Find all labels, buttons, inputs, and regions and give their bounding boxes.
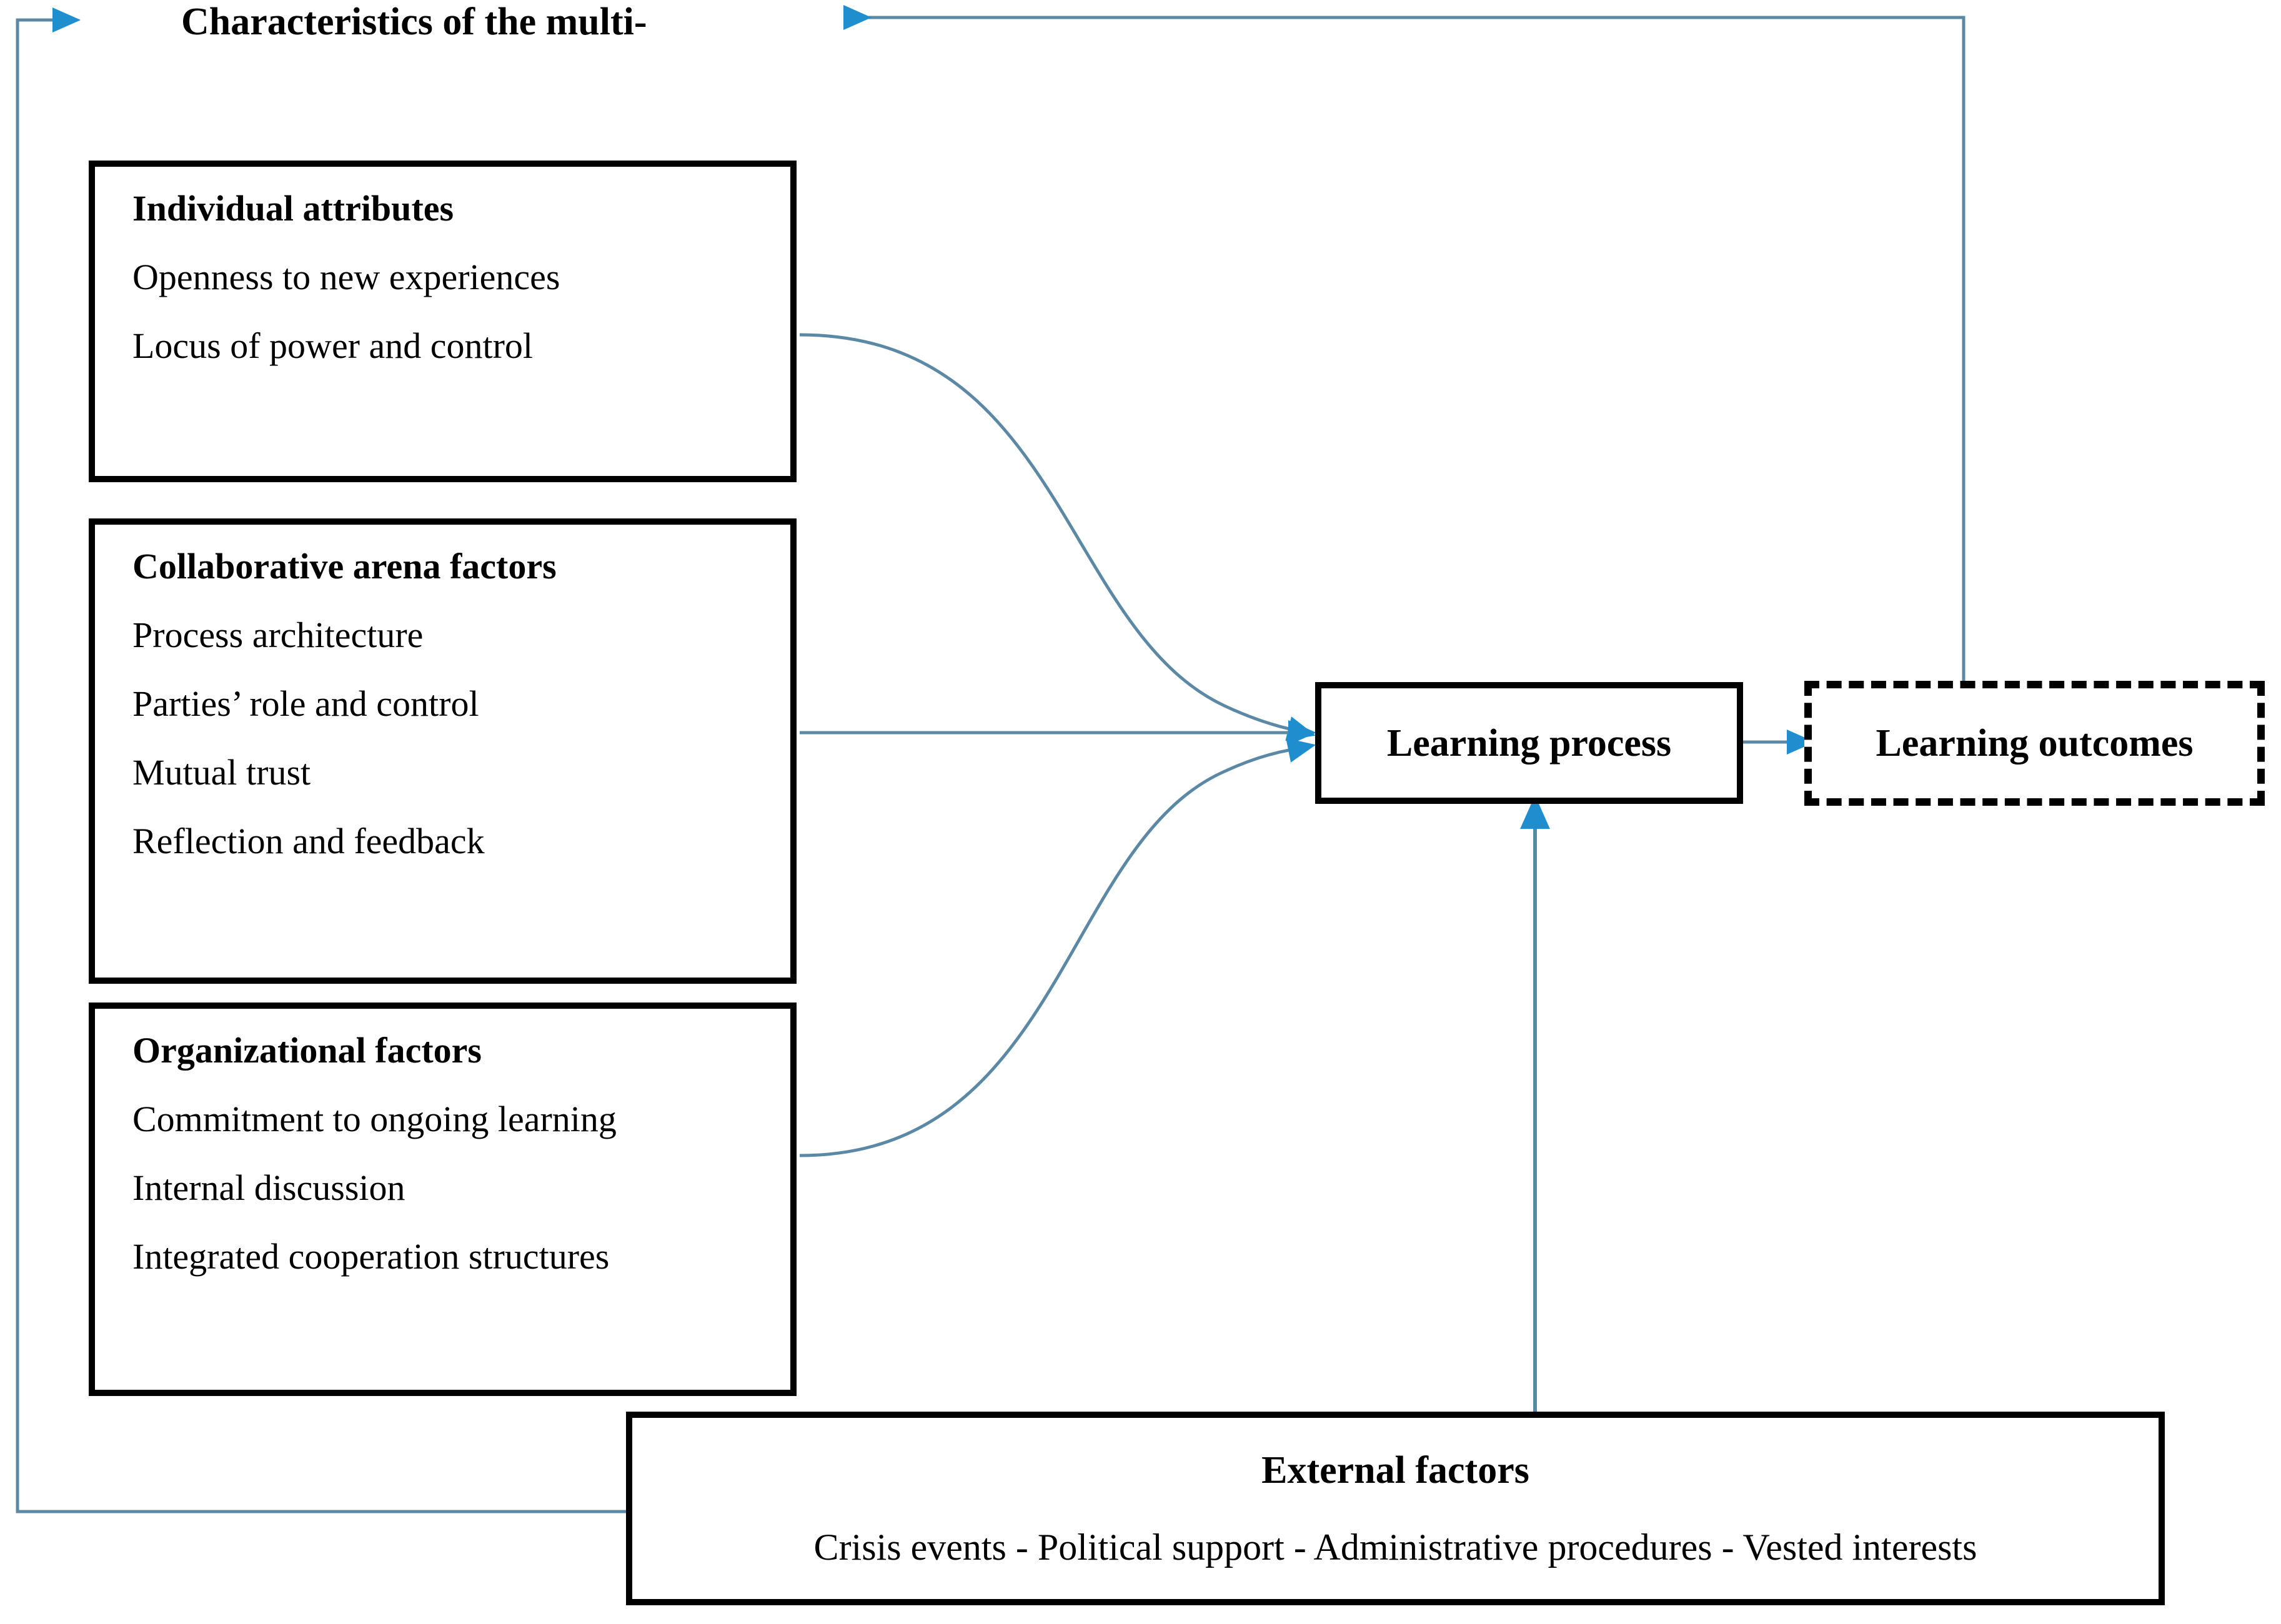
arrow-individual-to-learning-process [799,333,1316,741]
box-organizational-factors-item-1: Internal discussion [132,1167,405,1208]
box-external-factors-item-0: Crisis events - Political support - Admi… [813,1527,1977,1568]
box-external-factors-title: External factors [1261,1449,1529,1492]
page-title: Characteristics of the multi- [181,1,647,43]
box-collaborative-arena-factors-item-0: Process architecture [132,615,424,655]
box-learning-process-title: Learning process [1386,721,1672,765]
box-organizational-factors[interactable]: Organizational factors Commitment to ong… [89,1003,797,1396]
box-collaborative-arena-factors-title: Collaborative arena factors [132,546,557,587]
box-organizational-factors-title: Organizational factors [132,1030,482,1071]
arrow-organizational-to-learning-process [799,738,1316,1157]
box-collaborative-arena-factors-item-3: Reflection and feedback [132,821,485,861]
box-external-factors[interactable]: External factors Crisis events - Politic… [626,1412,2165,1605]
box-individual-attributes[interactable]: Individual attributes Openness to new ex… [89,161,797,482]
box-organizational-factors-item-0: Commitment to ongoing learning [132,1099,617,1139]
arrow-learning-outcomes-feedback [843,5,1965,681]
box-collaborative-arena-factors-item-1: Parties’ role and control [132,683,479,724]
box-organizational-factors-item-2: Integrated cooperation structures [132,1236,610,1277]
box-individual-attributes-item-1: Locus of power and control [132,325,534,366]
box-learning-outcomes-title: Learning outcomes [1876,722,2194,765]
box-individual-attributes-title: Individual attributes [132,188,454,229]
box-learning-outcomes[interactable]: Learning outcomes [1804,681,2265,806]
box-individual-attributes-item-0: Openness to new experiences [132,257,560,297]
box-collaborative-arena-factors[interactable]: Collaborative arena factors Process arch… [89,518,797,984]
box-collaborative-arena-factors-item-2: Mutual trust [132,752,311,793]
box-learning-process[interactable]: Learning process [1315,682,1743,804]
